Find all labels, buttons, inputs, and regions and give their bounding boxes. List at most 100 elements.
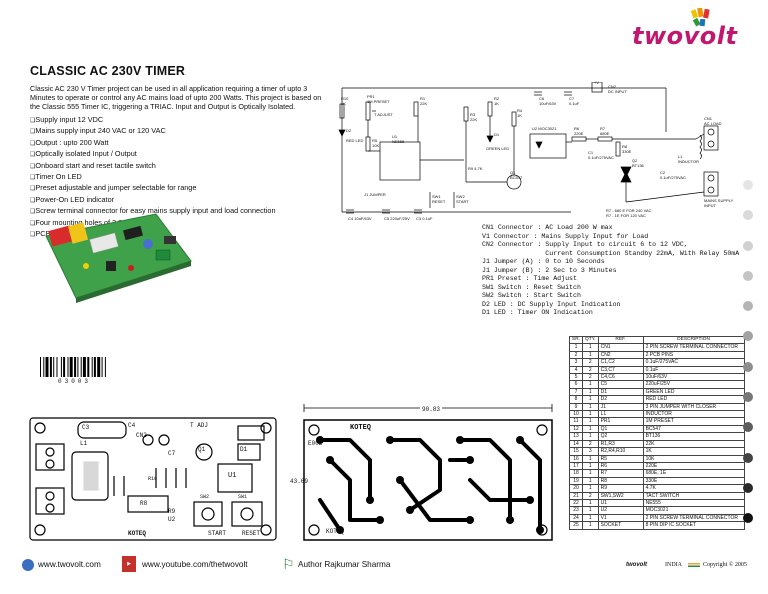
bom-header-row: SR. QTY. REF. DESCRIPTION [569,335,745,345]
connector-line: J1 Jumper (B) : 2 Sec to 3 Minutes [482,266,617,274]
website-link[interactable]: www.twovolt.com [38,560,101,569]
globe-icon [22,559,34,571]
nav-dot [743,301,753,312]
barcode-bar [63,357,66,377]
twovolt-logo [630,7,750,58]
footer-brand: twovolt [626,562,647,568]
connector-line: PR1 Preset : Time Adjust [482,275,577,282]
youtube-link[interactable]: www.youtube.com/thetwovolt [142,560,248,569]
bom-cell: 10K [642,454,745,463]
pcb-label: U2 [168,516,176,523]
bom-cell: 14 [569,439,583,449]
bom-cell: 6 [569,380,583,389]
nav-dot [743,361,753,372]
feature-item: Power-On LED indicator [30,195,330,206]
pcb-code-label: E002 [308,440,323,447]
bom-cell: 2 [582,373,599,382]
connector-line: CN1 Connector : AC Load 200 W max [482,224,613,231]
bom-cell: 5 [569,373,583,382]
bom-cell: BT136 [642,432,745,441]
pcb-label: C3 [82,424,90,431]
feature-item: Onboard start and reset tactile switch [30,161,330,172]
schematic-label-c3: C3 0.1uF [416,216,433,221]
pcb-label: C7 [168,450,176,457]
nav-dot [743,392,753,403]
nav-dot [743,240,753,251]
bom-cell: 25 [569,521,583,530]
bom-cell: Q2 [597,432,644,441]
bom-cell: 2 PIN SCREW TERMINAL CONNECTOR [642,513,745,523]
bom-cell: RED LED [642,395,745,404]
schematic-label-r9: R9 4.7K [468,166,483,171]
schematic-label-j1: J1 JUMPER [364,192,386,197]
bom-cell: 22 [569,498,583,508]
feature-item: Four mounting holes of 3.2 mm each [30,218,330,229]
connector-line: CN2 Connector : Supply Input to circuit … [482,241,688,248]
bom-cell: INDUCTOR [642,410,745,419]
barcode-bar [60,357,62,377]
pcb-trace-layout: 90.83 KOTEQ 43.69 E002 KOTEQ [290,400,560,544]
bom-cell: U2 [597,506,644,515]
feature-item: Timer On LED [30,172,330,183]
connector-line: D2 LED : DC Supply Input Indication [482,300,621,308]
pcb-label: R8 [140,500,148,507]
bom-cell: 3 [569,358,583,367]
bom-cell: NE555 [642,498,745,508]
bom-cell: TACT SWITCH [642,491,745,500]
bom-cell: 21 [569,491,583,500]
schematic-label-d2: D2 [346,128,352,133]
bom-cell: 1 [582,521,599,530]
bom-cell: 3 [582,447,599,456]
connector-line: D1 LED : Timer ON Indication [482,309,593,316]
barcode-bar [101,357,103,377]
bom-cell: 3 PIN JUMPER WITH CLOSER [642,402,745,412]
author-name: Author Rajkumar Sharma [298,560,391,569]
bom-cell: Q1 [597,424,644,434]
bom-cell: 1 [582,387,599,397]
pcb-brand-label: KOTEQ [350,424,372,432]
barcode-bar [97,357,101,377]
bom-cell: R7 [597,469,644,478]
barcode-bar [43,357,45,377]
connector-line: SW1 Switch : Reset Switch [482,283,581,291]
page-title: CLASSIC AC 230V TIMER [30,64,186,78]
bom-cell: 1 [582,395,599,404]
nav-dot [743,513,753,524]
barcode-bar [40,357,41,377]
side-dots [743,180,755,544]
nav-dot [743,210,753,221]
pcb-label: U1 [228,472,237,480]
bom-cell: CN1 [597,343,644,352]
pcb-label: SW2 [200,494,210,500]
bom-header: QTY. [582,335,599,345]
bom-cell: D2 [597,395,644,404]
bom-cell: 19 [569,476,583,486]
bom-cell: 16 [569,454,583,463]
pcb-label: KOTEQ [128,530,147,537]
feature-item: Mains supply input 240 VAC or 120 VAC [30,126,330,137]
bom-cell: 1 [582,424,599,434]
bom-cell: 1 [582,380,599,389]
bom-cell: 1K [642,447,745,456]
pcb-label: START [208,530,227,537]
bom-cell: 1 [582,454,599,463]
